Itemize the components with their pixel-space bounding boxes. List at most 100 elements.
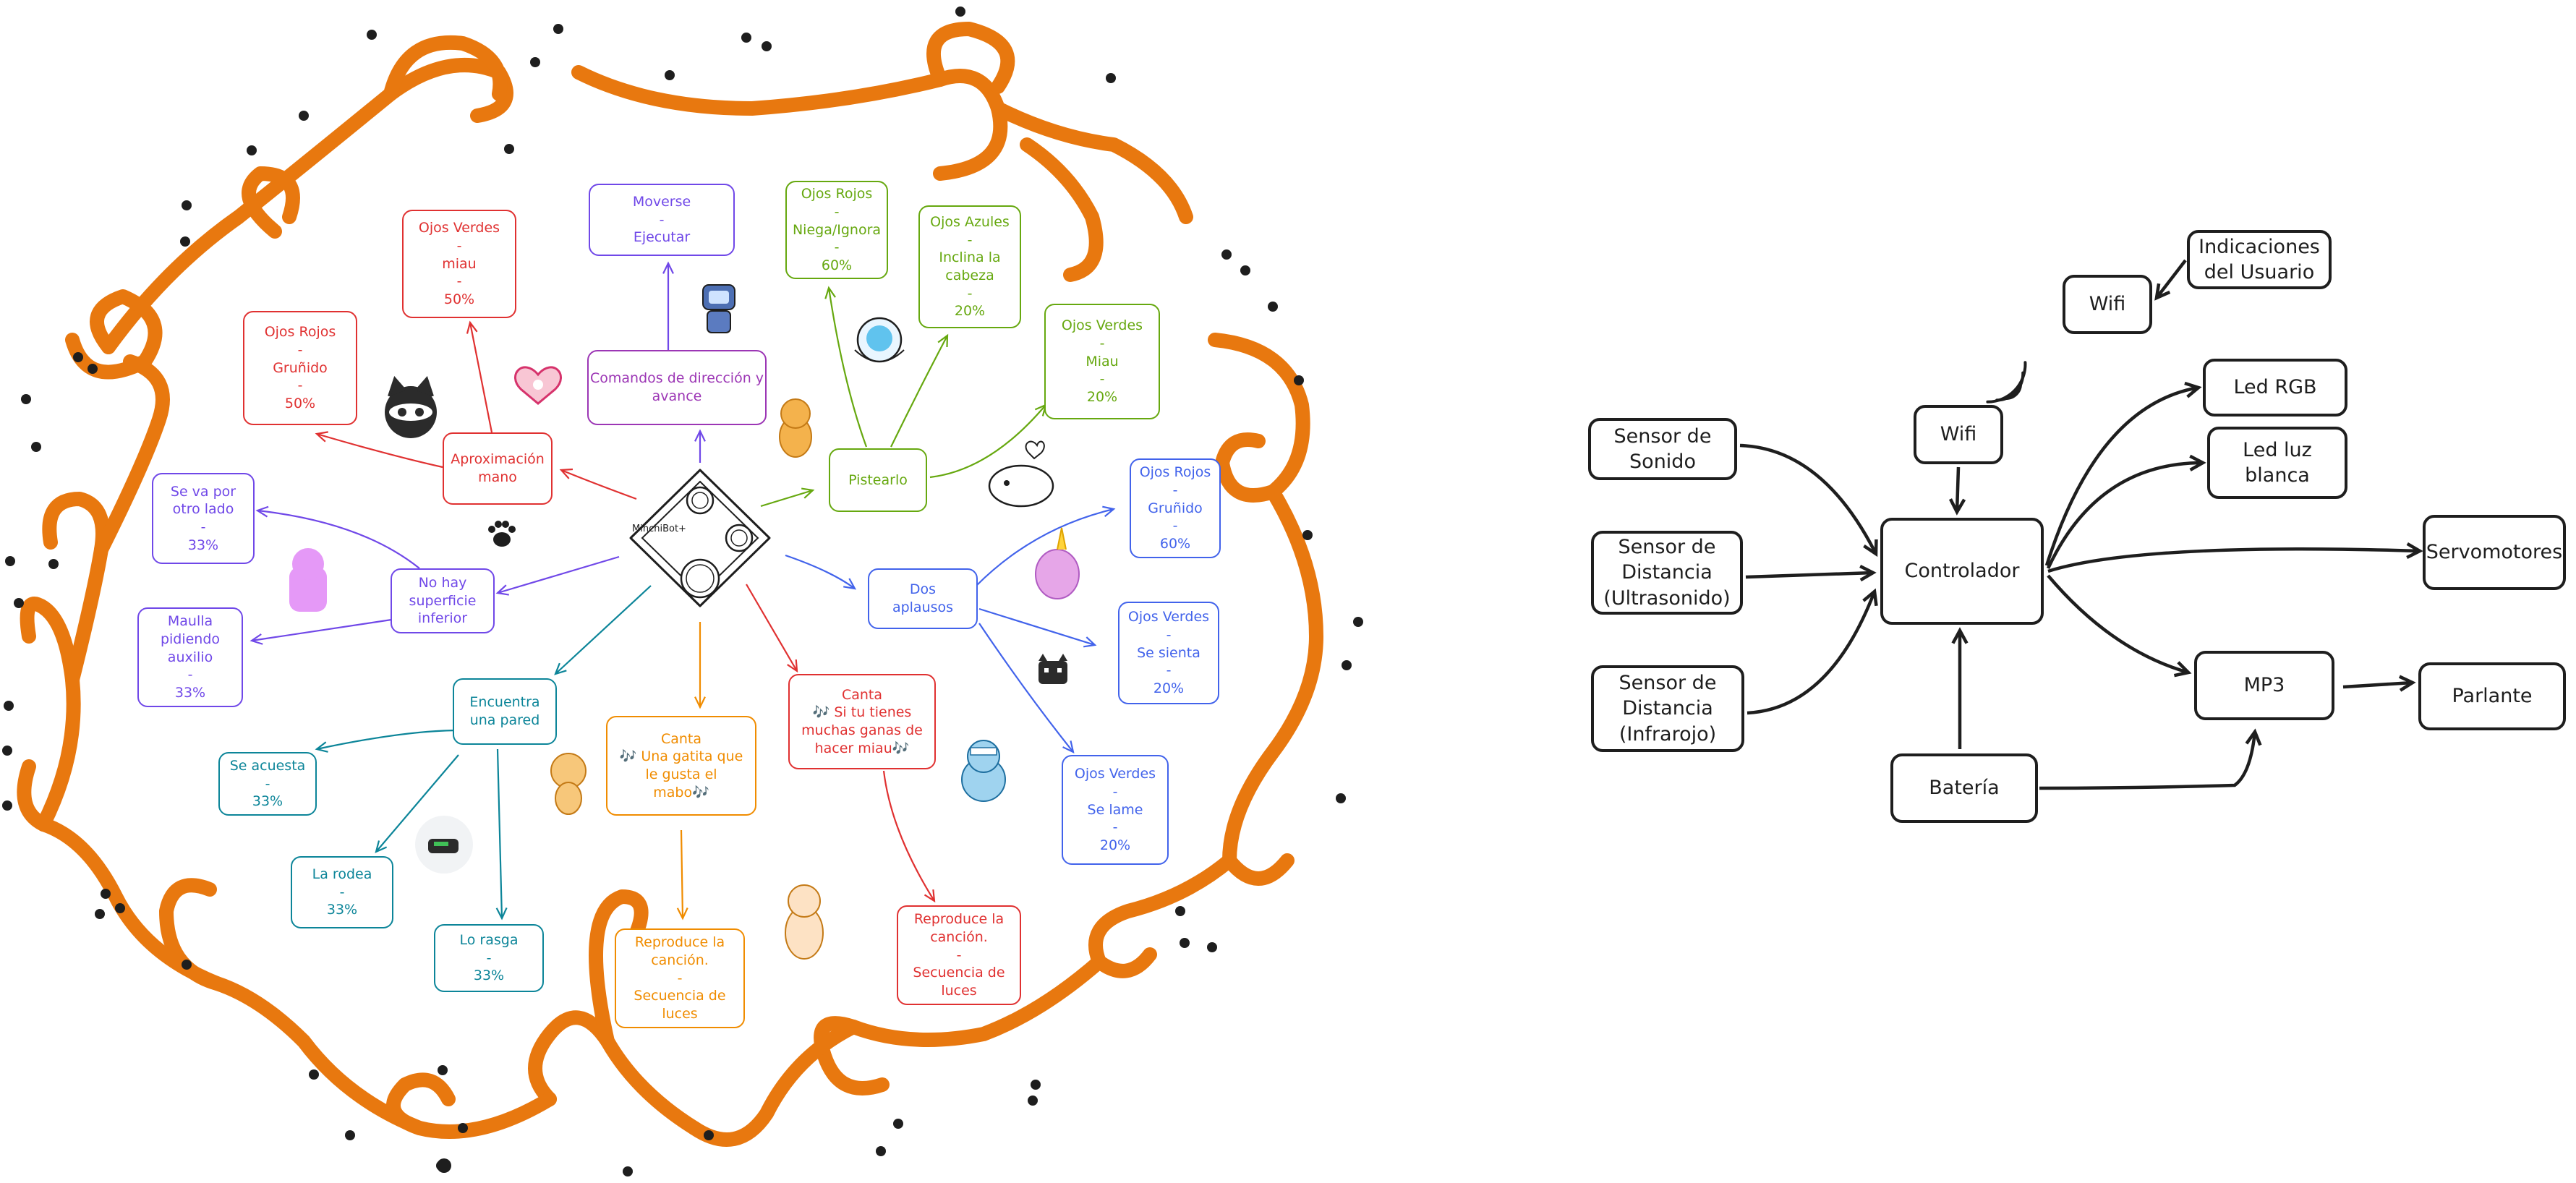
node-text: - <box>1112 783 1118 800</box>
dot <box>665 70 675 80</box>
swirl-stroke <box>42 492 110 687</box>
node-text: 50% <box>443 291 475 308</box>
sticker-icons <box>289 284 1080 960</box>
arrowhead <box>694 696 706 709</box>
node-text: - <box>677 970 683 986</box>
block-text: blanca <box>2245 464 2310 487</box>
arrowhead <box>1948 498 1966 516</box>
dot <box>1268 302 1278 312</box>
arrowhead <box>554 662 567 675</box>
node-text: - <box>200 519 206 535</box>
mindmap-arrow <box>978 623 1074 753</box>
node-text: La rodea <box>312 866 372 882</box>
mindmap-arrow <box>785 554 856 589</box>
arrowhead <box>1863 539 1878 558</box>
node-text: Gruñido <box>273 359 328 376</box>
dot <box>1106 73 1116 83</box>
block-text: del Usuario <box>2204 261 2315 283</box>
arrowhead <box>1859 565 1877 582</box>
mindmap-arrow <box>978 607 1096 646</box>
node-text: Dos <box>909 581 937 598</box>
block-text: Sonido <box>1629 450 1696 473</box>
node-text: Reproduce la <box>634 934 725 951</box>
dot <box>182 960 192 970</box>
mindmap-arrow <box>375 754 459 853</box>
node-text: Canta <box>841 686 883 703</box>
node-text: Reproduce la <box>913 911 1005 928</box>
mindmap-arrow <box>469 322 493 433</box>
dot <box>504 144 514 154</box>
block-text: (Infrarojo) <box>1618 722 1717 746</box>
arrowhead <box>1951 627 1969 644</box>
node-text: Se acuesta <box>229 757 306 774</box>
block-led-rgb: Led RGB <box>2203 359 2347 417</box>
block-text: Parlante <box>2452 685 2533 708</box>
node-text: - <box>187 667 193 683</box>
block-parlante: Parlante <box>2418 662 2566 730</box>
wifi-signal-icon <box>1986 361 2027 403</box>
cat-sitting-icon <box>779 398 812 458</box>
dot <box>21 394 31 404</box>
node-text: 50% <box>284 396 316 412</box>
dot <box>955 7 965 17</box>
dot <box>73 352 83 362</box>
block-text: Distancia <box>1621 561 1713 584</box>
node-text: otro lado <box>172 501 234 518</box>
node-text: - <box>297 341 303 358</box>
node-ojos-verdes-miau: Ojos Verdes-miau-50% <box>402 210 516 318</box>
mindmap-arrow <box>976 508 1114 586</box>
cat-hearts-icon <box>988 440 1054 508</box>
swirl-stroke <box>383 35 508 101</box>
swirl-stroke <box>1088 853 1237 978</box>
arrowhead <box>694 429 706 442</box>
dot <box>1240 265 1250 276</box>
node-text: Niega/Ignora <box>792 221 882 238</box>
node-text: Ojos Verdes <box>1061 317 1143 334</box>
mindmap-arrow <box>316 729 461 751</box>
node-text: inferior <box>417 610 468 627</box>
mindmap-arrow <box>890 335 948 448</box>
block-text: Sensor de <box>1618 672 1717 695</box>
block-text: Wifi <box>2089 293 2126 316</box>
node-text: canción. <box>930 928 988 945</box>
node-text: 33% <box>187 537 219 553</box>
mindmap-arrow <box>555 585 652 675</box>
dot <box>1342 660 1352 670</box>
dot <box>1031 1080 1041 1090</box>
arrowhead <box>824 286 836 299</box>
block-arrow <box>2342 680 2413 689</box>
block-arrow <box>1739 443 1878 555</box>
dot <box>437 1158 451 1173</box>
node-ojos-rojos-gru60: Ojos Rojos-Gruñido-60% <box>1130 458 1221 558</box>
block-arrow <box>2047 574 2189 675</box>
swirl-stroke <box>242 166 300 239</box>
node-ojos-verdes-sienta: Ojos Verdes-Se sienta-20% <box>1118 602 1219 704</box>
node-text: - <box>967 231 973 248</box>
robot-dog-icon <box>415 816 473 874</box>
swirl-stroke <box>814 954 1106 1096</box>
mindmap-arrow <box>496 748 503 919</box>
arrowhead <box>2154 283 2171 301</box>
node-text: Aproximación <box>451 451 545 468</box>
dot <box>345 1130 355 1140</box>
block-text: Controlador <box>1904 560 2020 583</box>
dot <box>1028 1096 1038 1106</box>
swirl-stroke <box>159 878 427 1135</box>
block-arrow <box>2039 731 2257 790</box>
node-text: - <box>1166 626 1172 643</box>
node-text: le gusta el <box>645 766 717 782</box>
node-text: cabeza <box>945 268 994 283</box>
arrowhead <box>937 333 949 348</box>
node-text: Secuencia de <box>634 988 726 1004</box>
node-text: - <box>967 285 973 302</box>
mindmap-arrow <box>929 404 1046 479</box>
node-ojos-verdes-miau20: Ojos Verdes-Miau-20% <box>1044 304 1160 419</box>
node-text: - <box>339 884 345 900</box>
node-text: Ojos Verdes <box>418 220 500 236</box>
block-text: (Ultrasonido) <box>1603 586 1731 610</box>
